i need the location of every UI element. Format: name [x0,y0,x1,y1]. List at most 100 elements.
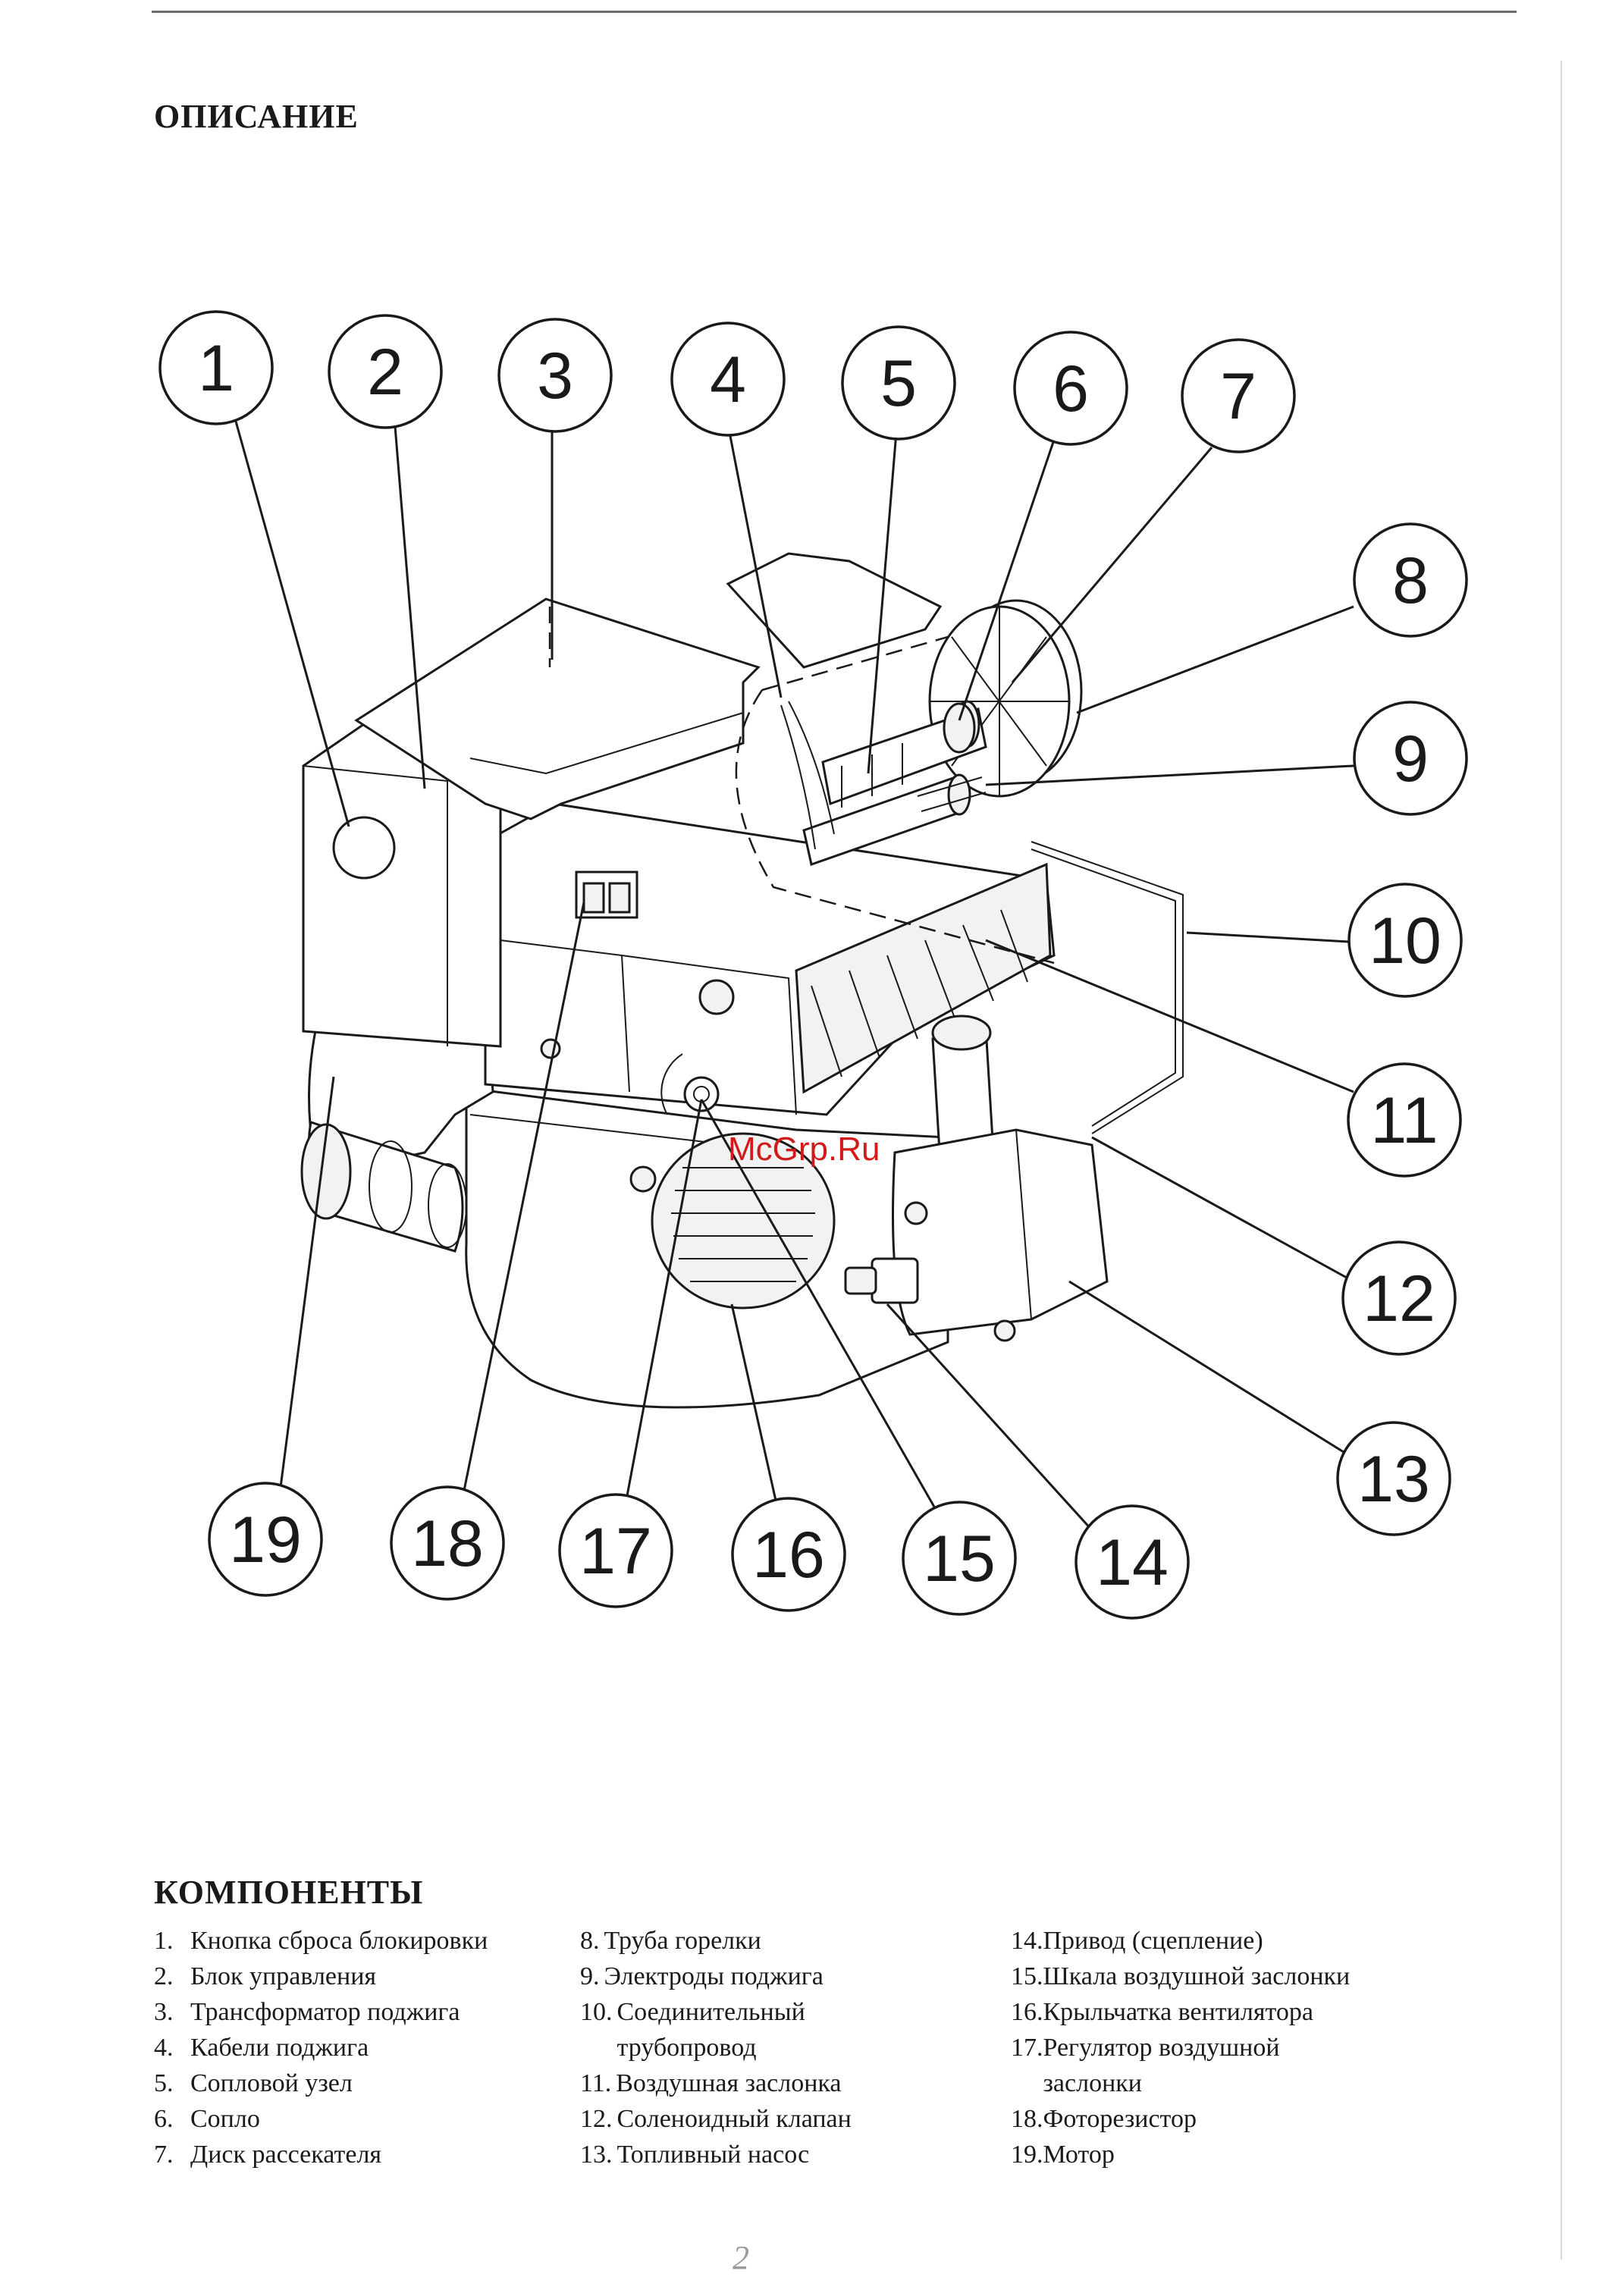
page-number: 2 [733,2239,749,2276]
callout-15: 15 [902,1501,1017,1616]
svg-text:9: 9 [1392,723,1429,795]
component-number: 4. [154,2034,174,2062]
component-list-item: 6.Сопло [154,2101,563,2137]
top-border-line [152,11,1517,13]
component-name: Электроды поджига [604,1962,824,1990]
svg-text:5: 5 [880,347,917,420]
component-number: 15. [1011,1962,1043,1990]
burner-illustration [300,552,1184,1409]
callout-6: 6 [1013,331,1128,446]
component-list-item: 14.Привод (сцепление) [1011,1923,1557,1959]
component-name: Регулятор воздушной заслонки [1043,2034,1280,2097]
component-list-item: 1. Кнопка сброса блокировки [154,1923,563,1959]
component-name: Труба горелки [604,1927,761,1955]
air-damper-scale [660,1053,683,1115]
svg-text:7: 7 [1220,360,1256,433]
page-title: ОПИСАНИЕ [154,98,359,135]
svg-text:18: 18 [411,1507,484,1580]
svg-text:4: 4 [710,343,746,416]
svg-text:16: 16 [752,1519,825,1592]
svg-text:2: 2 [367,336,403,409]
lockout-reset-button [332,816,396,880]
callout-12: 12 [1341,1241,1457,1356]
ignition-electrodes [917,776,987,812]
component-number: 19. [1011,2141,1043,2169]
component-list-item: 7. Диск рассекателя [154,2137,563,2172]
svg-text:11: 11 [1370,1084,1438,1157]
component-list-item: 5.Сопловой узел [154,2065,563,2101]
svg-text:14: 14 [1096,1526,1169,1599]
callout-1: 1 [158,310,274,425]
component-name: Шкала воздушной заслонки [1043,1962,1351,1990]
callout-17: 17 [558,1493,673,1608]
component-name: Топливный насос [616,2141,810,2169]
component-number: 16. [1011,1998,1043,2026]
component-list-item: 9.Электроды поджига [580,1959,1005,1994]
callout-3: 3 [497,318,613,433]
component-number: 10. [580,1998,613,2026]
fan-impeller [651,1132,836,1310]
component-list-item: 13.Топливный насос [580,2137,1005,2172]
nozzle [943,702,976,754]
component-number: 2. [154,1962,174,1990]
ignition-transformer [354,598,761,820]
svg-text:13: 13 [1357,1443,1430,1516]
right-edge-shadow [1561,61,1562,2260]
leader-lines [232,412,1354,1548]
callout-14: 14 [1075,1504,1190,1620]
burner-diagram: 1 2 3 4 5 6 7 8 9 10 11 12 13 14 15 16 1… [158,310,1468,1620]
svg-text:17: 17 [579,1515,652,1588]
component-number: 13. [580,2141,613,2169]
component-list-item: 4. Кабели поджига [154,2030,563,2065]
components-list-column-1: 1. Кнопка сброса блокировки 2. Блок управле… [154,1923,563,2172]
component-number: 3. [154,1998,174,2026]
components-list-column-3: 14.Привод (сцепление)15.Шкала воздушной … [1011,1923,1557,2172]
component-list-item: 15.Шкала воздушной заслонки [1011,1959,1557,1994]
component-list-item: 11.Воздушная заслонка [580,2065,1005,2101]
nozzle-assembly [802,700,987,866]
component-number: 7. [154,2141,174,2169]
component-name: Кабели поджига [190,2034,369,2062]
component-list-item: 16.Крыльчатка вентилятора [1011,1994,1557,2030]
component-name: Соединительный трубопровод [616,1998,805,2062]
svg-text:19: 19 [229,1504,302,1576]
callout-2: 2 [328,314,443,429]
component-number: 9. [580,1962,600,1990]
fuel-pump [892,1128,1109,1336]
svg-text:1: 1 [198,332,234,405]
watermark: McGrp.Ru [728,1131,880,1168]
svg-text:10: 10 [1369,905,1442,977]
component-name: Воздушная заслонка [616,2069,842,2097]
component-list-item: 12.Соленоидный клапан [580,2101,1005,2137]
component-number: 6. [154,2105,174,2133]
callout-7: 7 [1181,338,1296,453]
component-number: 8. [580,1927,600,1955]
component-name: Кнопка сброса блокировки [190,1927,488,1955]
ignition-cables [780,701,835,850]
callout-16: 16 [731,1497,846,1612]
air-damper-louvers [795,862,1052,1094]
callout-18: 18 [390,1485,505,1601]
callout-13: 13 [1336,1421,1451,1536]
callout-5: 5 [841,325,956,441]
solenoid-valve [931,1015,995,1165]
component-name: Соленоидный клапан [616,2105,852,2133]
air-damper-regulator [683,1076,720,1112]
component-name: Диск рассекателя [190,2141,382,2169]
svg-text:3: 3 [537,340,573,412]
component-list-item: 2. Блок управления [154,1959,563,1994]
component-number: 1. [154,1927,174,1955]
drive-coupling [844,1257,919,1304]
svg-text:12: 12 [1363,1262,1435,1335]
components-title: КОМПОНЕНТЫ [154,1874,424,1911]
component-name: Блок управления [190,1962,377,1990]
callout-4: 4 [670,322,786,437]
component-number: 11. [580,2069,612,2097]
svg-text:6: 6 [1053,353,1089,425]
component-name: Фоторезистор [1043,2105,1197,2133]
component-number: 17. [1011,2034,1043,2062]
component-number: 14. [1011,1927,1043,1955]
component-name: Привод (сцепление) [1043,1927,1263,1955]
component-name: Крыльчатка вентилятора [1043,1998,1313,2026]
